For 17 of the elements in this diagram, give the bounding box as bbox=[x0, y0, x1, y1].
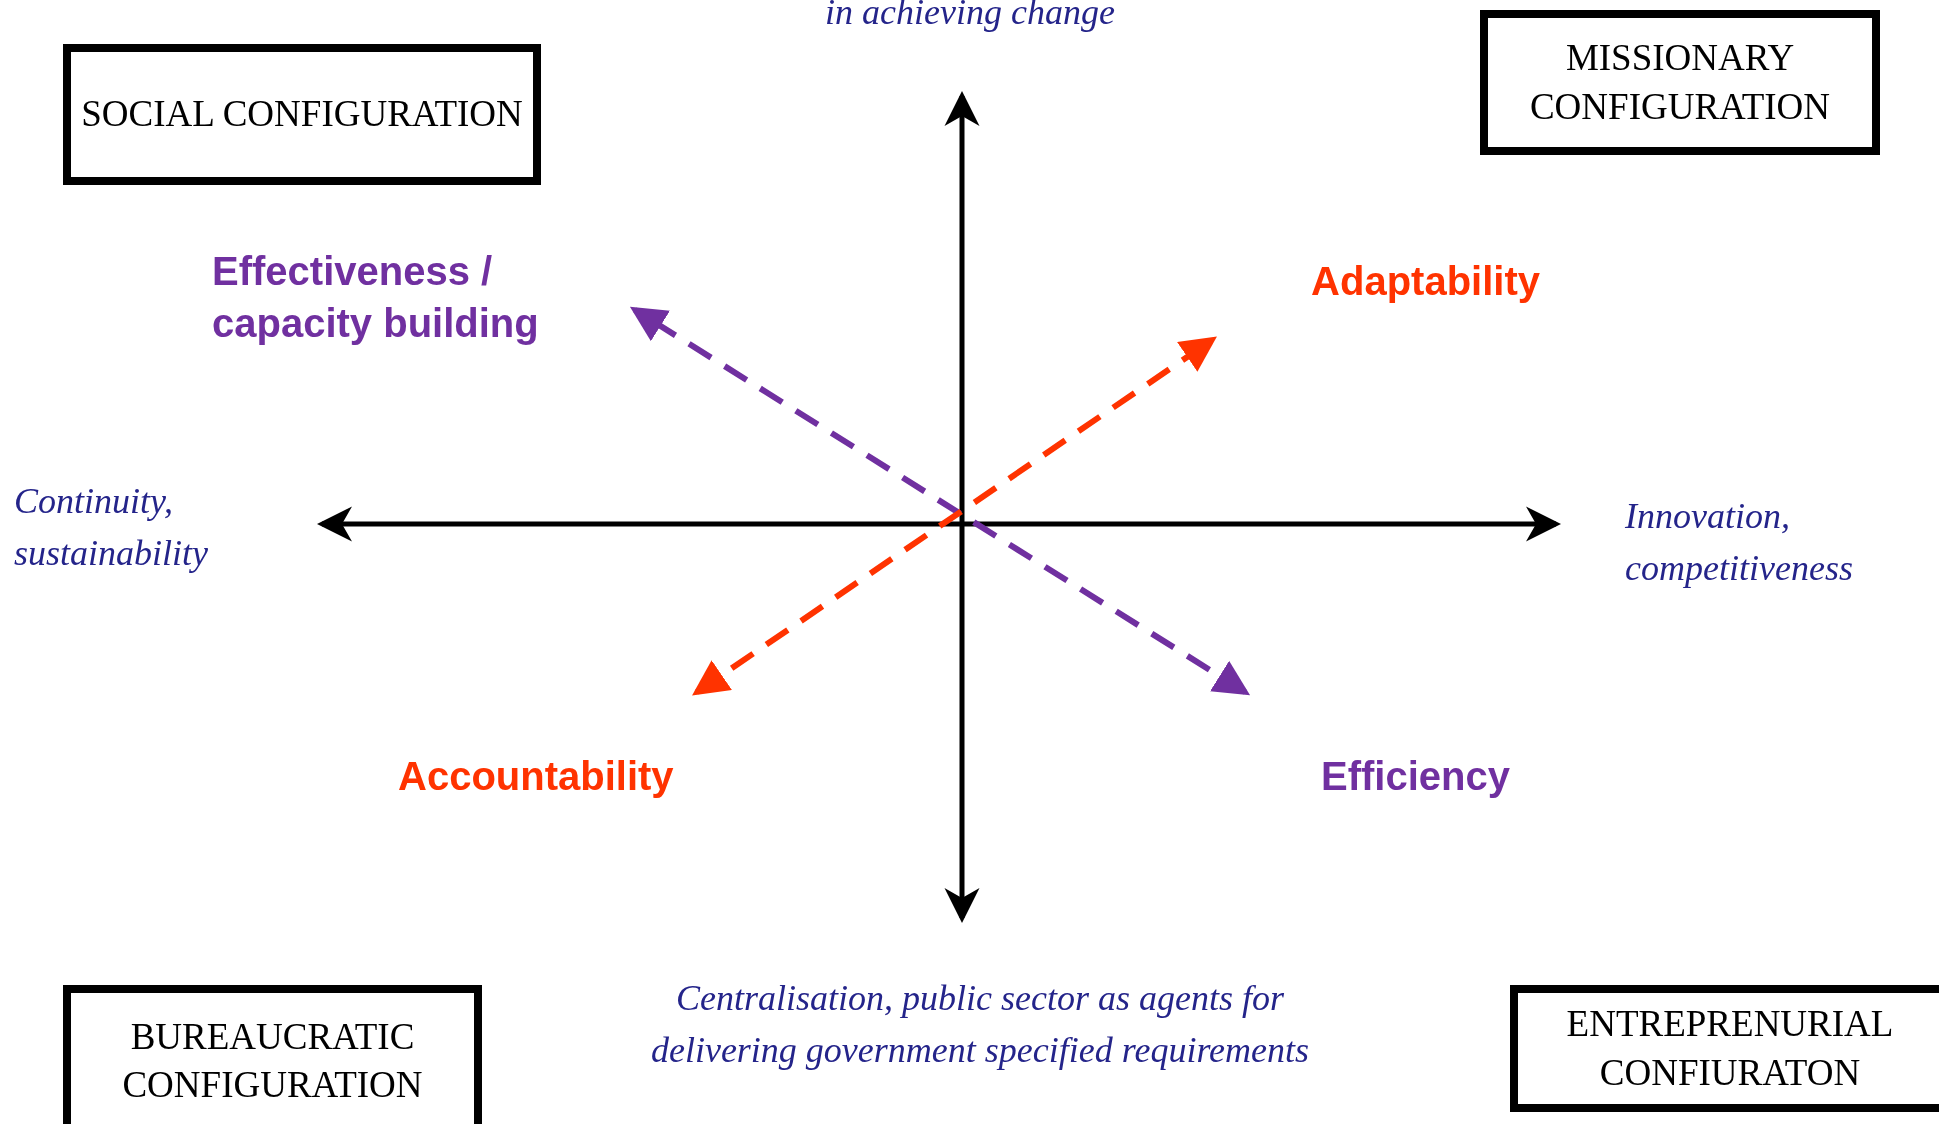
value-label: Effectiveness / capacity building bbox=[212, 248, 540, 347]
box-title: MISSIONARY CONFIGURATION bbox=[1528, 36, 1832, 129]
configuration-box bbox=[1480, 10, 1880, 155]
box-title: SOCIAL CONFIGURATION bbox=[81, 92, 523, 137]
dashed-arrow bbox=[692, 336, 1217, 696]
value-label: Accountability bbox=[398, 753, 674, 800]
configuration-box bbox=[63, 44, 541, 185]
axis-label: Continuity, sustainability bbox=[14, 480, 209, 576]
value-label: Adaptability bbox=[1311, 258, 1540, 305]
box-title: BUREAUCRATIC CONFIGURATION bbox=[121, 1015, 424, 1108]
dashed-arrow bbox=[629, 306, 1251, 696]
axis-label: Centralisation, public sector as agents for delivering government specified requirements bbox=[649, 977, 1311, 1073]
axis-label: Innovation, competitiveness bbox=[1625, 495, 1854, 591]
configuration-box bbox=[63, 985, 482, 1124]
box-title: ENTREPRENURIAL CONFIURATON bbox=[1565, 1002, 1895, 1095]
configuration-box bbox=[1510, 985, 1939, 1112]
value-label: Efficiency bbox=[1321, 753, 1510, 800]
